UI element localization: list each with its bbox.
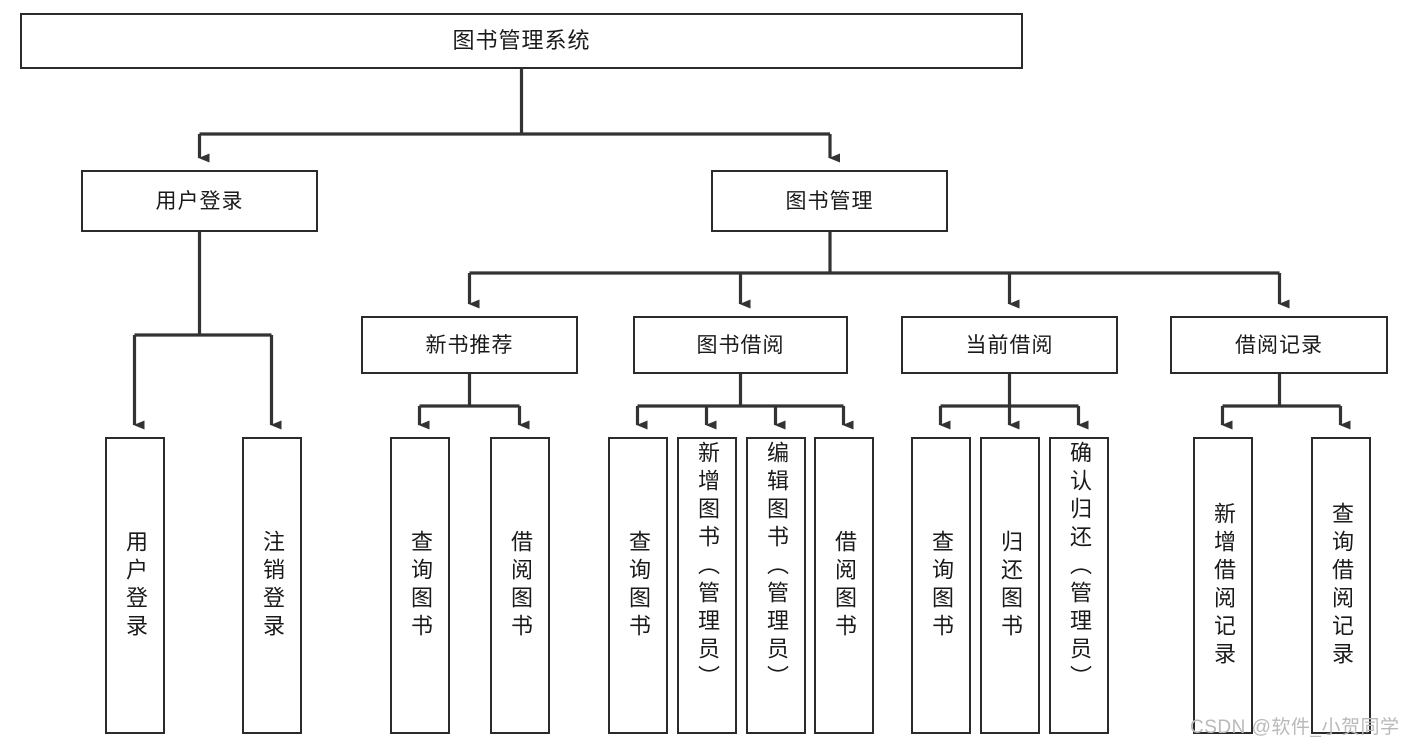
node-user-login[interactable]: 用户登录 [81, 170, 318, 232]
node-book-borrowing[interactable]: 图书借阅 [633, 316, 848, 374]
node-label: 图书借阅 [696, 333, 785, 357]
node-book-management[interactable]: 图书管理 [711, 170, 948, 232]
node-current-borrowing[interactable]: 当前借阅 [901, 316, 1118, 374]
node-label: 用户登录 [123, 529, 148, 642]
node-label: 编辑图书（管理员） [764, 441, 789, 693]
leaf-book-borrow-borrow-book[interactable]: 借阅图书 [814, 437, 874, 734]
leaf-borrow-record-query-record[interactable]: 查询借阅记录 [1311, 437, 1371, 734]
node-label: 确认归还（管理员） [1067, 441, 1092, 693]
leaf-new-book-borrow-book[interactable]: 借阅图书 [490, 437, 550, 734]
leaf-book-borrow-edit-book-admin[interactable]: 编辑图书（管理员） [746, 437, 806, 734]
node-label: 当前借阅 [965, 333, 1054, 357]
node-label: 新增图书（管理员） [695, 441, 720, 693]
leaf-user-login-login[interactable]: 用户登录 [105, 437, 165, 734]
node-label: 借阅图书 [508, 529, 533, 642]
node-new-book-recommendation[interactable]: 新书推荐 [361, 316, 578, 374]
node-label: 查询图书 [929, 529, 954, 642]
leaf-current-borrow-query-book[interactable]: 查询图书 [911, 437, 971, 734]
node-label: 借阅图书 [832, 529, 857, 642]
node-label: 新增借阅记录 [1211, 501, 1236, 670]
leaf-book-borrow-add-book-admin[interactable]: 新增图书（管理员） [677, 437, 737, 734]
node-label: 图书管理 [785, 189, 874, 213]
node-label: 查询图书 [626, 529, 651, 642]
node-label: 归还图书 [998, 529, 1023, 642]
leaf-book-borrow-query-book[interactable]: 查询图书 [608, 437, 668, 734]
leaf-current-borrow-return-book[interactable]: 归还图书 [980, 437, 1040, 734]
leaf-current-borrow-confirm-return-admin[interactable]: 确认归还（管理员） [1049, 437, 1109, 734]
node-borrowing-record[interactable]: 借阅记录 [1170, 316, 1388, 374]
node-label: 图书管理系统 [452, 28, 591, 53]
leaf-borrow-record-add-record[interactable]: 新增借阅记录 [1193, 437, 1253, 734]
node-label: 用户登录 [155, 189, 244, 213]
node-root-book-management-system[interactable]: 图书管理系统 [20, 13, 1023, 69]
node-label: 注销登录 [260, 529, 285, 642]
csdn-watermark: CSDN @软件_小贺同学 [1190, 717, 1400, 738]
leaf-user-login-logout[interactable]: 注销登录 [242, 437, 302, 734]
node-label: 借阅记录 [1235, 333, 1323, 357]
node-label: 查询借阅记录 [1329, 501, 1354, 670]
node-label: 查询图书 [408, 529, 433, 642]
leaf-new-book-query-book[interactable]: 查询图书 [390, 437, 450, 734]
node-label: 新书推荐 [425, 333, 514, 357]
